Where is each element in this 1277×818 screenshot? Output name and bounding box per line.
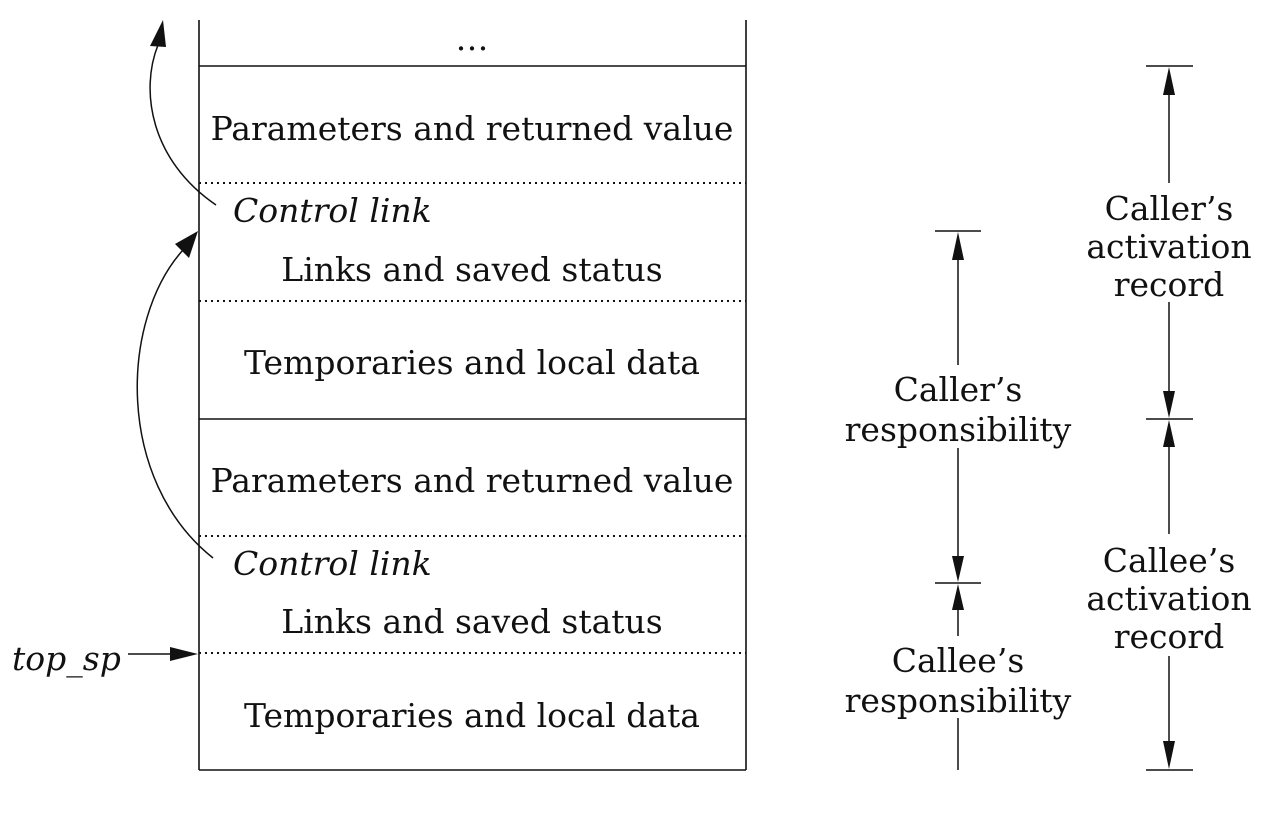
caller-params-label: Parameters and returned value [211, 109, 734, 148]
stack-top-ellipsis: … [456, 19, 489, 58]
callee-responsibility-up-arrowhead [952, 584, 964, 610]
caller-record-line2: activation [1086, 227, 1251, 266]
caller-responsibility-down-arrowhead [952, 556, 964, 582]
caller-record-down-arrowhead [1163, 391, 1175, 418]
callee-responsibility-line2: responsibility [845, 681, 1072, 720]
callee-record-line2: activation [1086, 579, 1251, 618]
caller-links-status-label: Links and saved status [281, 250, 662, 289]
callee-temps-label: Temporaries and local data [244, 696, 700, 735]
callee-record-down-arrowhead [1163, 741, 1175, 769]
callee-responsibility-line1: Callee’s [892, 641, 1025, 680]
responsibility-dimension [935, 230, 981, 770]
caller-temps-label: Temporaries and local data [244, 343, 700, 382]
callee-record-up-arrowhead [1163, 420, 1175, 447]
caller-control-link-arrow [149, 20, 217, 206]
caller-responsibility-up-arrowhead [952, 232, 964, 260]
callee-record-line1: Callee’s [1103, 541, 1236, 580]
callee-control-link-label: Control link [233, 544, 432, 583]
top-sp-arrow [128, 647, 198, 661]
caller-responsibility-line1: Caller’s [894, 370, 1023, 409]
caller-control-link-label: Control link [233, 191, 432, 230]
caller-record-line3: record [1114, 265, 1225, 304]
callee-record-line3: record [1114, 617, 1225, 656]
stack-frame [198, 20, 747, 771]
caller-record-line1: Caller’s [1105, 189, 1234, 228]
callee-control-link-arrow [136, 231, 214, 559]
callee-params-label: Parameters and returned value [211, 461, 734, 500]
activation-record-dimension [1146, 65, 1193, 771]
top-sp-label: top_sp [12, 639, 121, 679]
caller-record-up-arrowhead [1163, 67, 1175, 95]
callee-links-status-label: Links and saved status [281, 602, 662, 641]
caller-responsibility-line2: responsibility [845, 410, 1072, 449]
